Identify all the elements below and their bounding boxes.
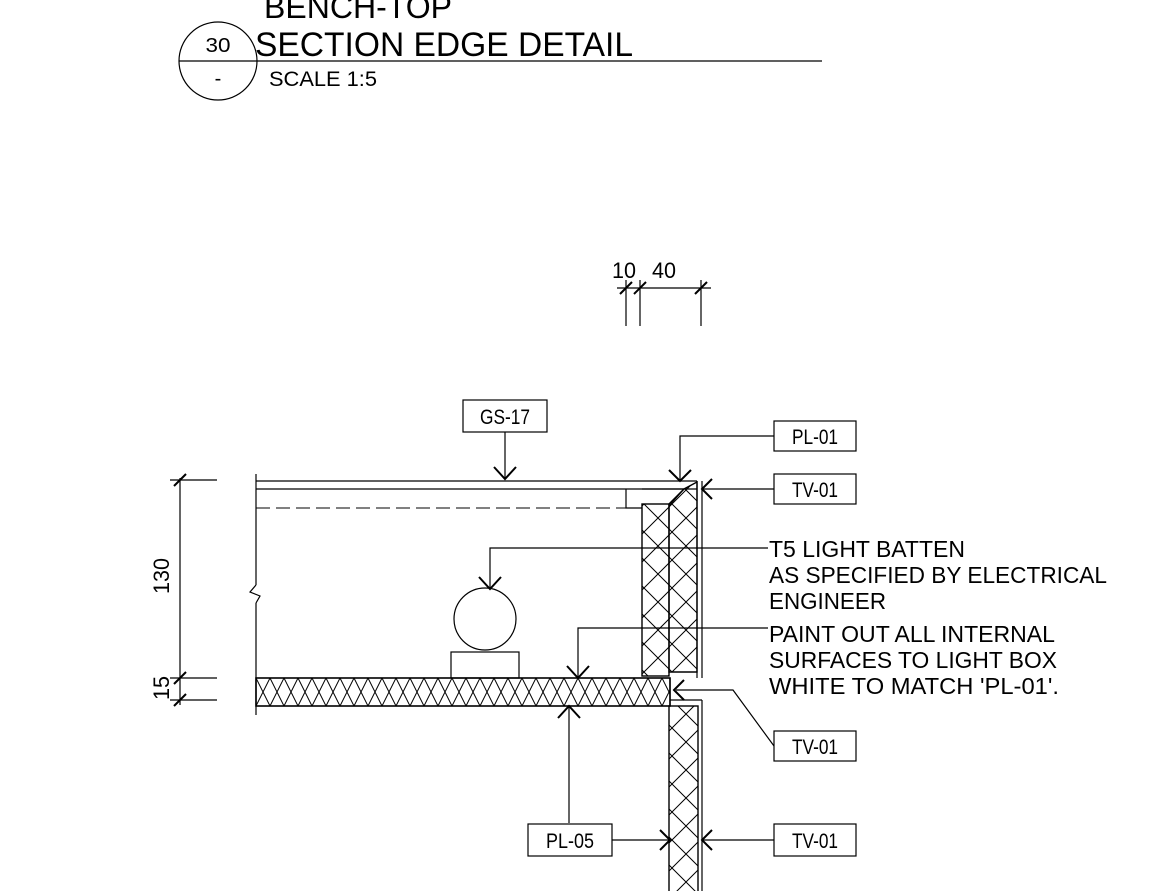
top-dimension: 10 40: [612, 258, 711, 326]
dimension-40: 40: [652, 258, 676, 283]
note-paint-out: PAINT OUT ALL INTERNAL SURFACES TO LIGHT…: [769, 621, 1059, 699]
note-light-batten-line-3: ENGINEER: [769, 588, 886, 614]
tag-tv-01-bottom-label: TV-01: [792, 830, 838, 853]
sheet-reference: -: [215, 68, 222, 90]
bench-top-section: [248, 474, 697, 715]
lower-edge-panel: [668, 678, 703, 891]
t5-light-batten: [450, 587, 520, 679]
dimension-130: 130: [149, 558, 174, 594]
tag-pl-01-label: PL-01: [792, 426, 838, 449]
note-light-batten-line-2: AS SPECIFIED BY ELECTRICAL: [769, 562, 1107, 588]
scale-label: SCALE 1:5: [269, 68, 377, 91]
title-block: 30 - BENCH-TOP SECTION EDGE DETAIL SCALE…: [178, 0, 822, 101]
tag-tv-01-top-label: TV-01: [792, 479, 838, 502]
tag-pl-01: PL-01: [773, 420, 857, 452]
title-line-1: BENCH-TOP: [264, 0, 452, 25]
tag-gs-17: GS-17: [462, 399, 548, 433]
base-panel: [255, 677, 671, 707]
tag-gs-17-label: GS-17: [480, 406, 530, 429]
tag-tv-01-middle: TV-01: [773, 730, 857, 762]
leader-lines: [478, 432, 775, 851]
dimension-10: 10: [612, 258, 636, 283]
tag-tv-01-middle-label: TV-01: [792, 736, 838, 759]
detail-number: 30: [206, 35, 231, 57]
page-title: SECTION EDGE DETAIL: [255, 26, 633, 64]
note-light-batten: T5 LIGHT BATTEN AS SPECIFIED BY ELECTRIC…: [769, 536, 1107, 614]
tag-tv-01-top: TV-01: [773, 473, 857, 505]
upper-edge-panel: [641, 480, 703, 678]
dimension-15: 15: [149, 676, 174, 700]
tag-tv-01-bottom: TV-01: [773, 823, 857, 857]
tag-pl-05: PL-05: [527, 823, 613, 857]
note-paint-out-line-3: WHITE TO MATCH 'PL-01'.: [769, 673, 1059, 699]
note-light-batten-line-1: T5 LIGHT BATTEN: [769, 536, 965, 562]
note-paint-out-line-1: PAINT OUT ALL INTERNAL: [769, 621, 1055, 647]
note-paint-out-line-2: SURFACES TO LIGHT BOX: [769, 647, 1057, 673]
tag-pl-05-label: PL-05: [546, 830, 594, 853]
left-dimensions: 130 15: [149, 473, 217, 707]
